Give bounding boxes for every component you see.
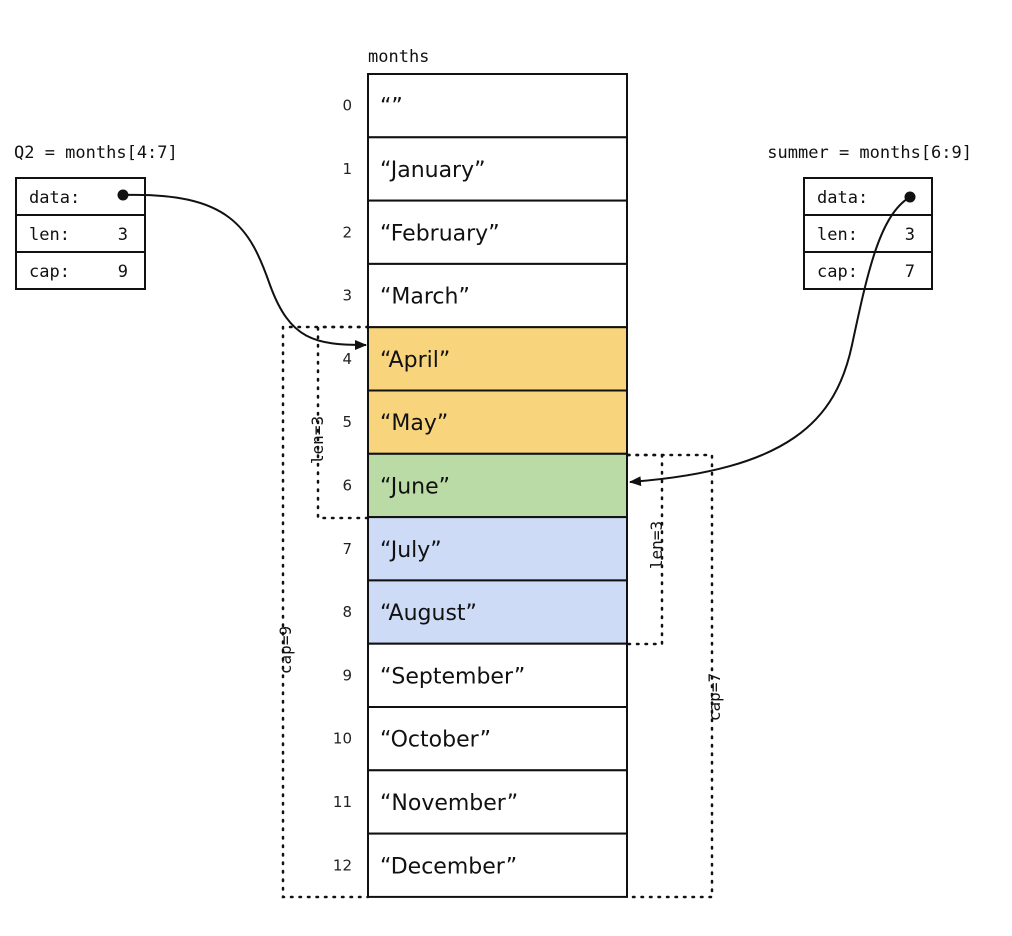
array-cell (367, 136, 628, 202)
summer-pointer-dot (904, 191, 916, 203)
q2-data-label: data: (29, 188, 80, 208)
summer-cap-field-label: cap: (817, 262, 858, 282)
array-cell-value: “March” (380, 285, 470, 310)
array-cell (367, 832, 628, 898)
array-cell (367, 579, 628, 645)
array-index-label: 8 (342, 603, 352, 621)
q2-len-field-label: len: (29, 225, 70, 245)
array-cell (367, 73, 628, 139)
q2-len-bracket: len=3 (308, 325, 370, 520)
array-cell-value: “May” (380, 411, 448, 436)
array-index-label: 3 (342, 287, 352, 305)
array-cell-value: “” (380, 95, 403, 120)
array-index-label: 0 (342, 97, 352, 115)
array-cell-value: “February” (380, 221, 500, 246)
q2-data-pointer (117, 189, 367, 350)
q2-cap-field-label: cap: (29, 262, 70, 282)
array-name-label: months (368, 47, 429, 67)
array-cell-value: “November” (380, 791, 518, 816)
array-index-label: 10 (333, 730, 352, 748)
array-index-label: 12 (333, 856, 352, 874)
q2-cap-value: 9 (118, 262, 128, 282)
q2-cap-label: cap=9 (276, 626, 295, 674)
array-cell (367, 452, 628, 519)
array-index-label: 4 (342, 350, 352, 368)
array-cell-value: “December” (380, 854, 517, 879)
array-cell-value: “July” (380, 538, 442, 563)
summer-cap-label: cap=7 (705, 673, 724, 721)
array-cell-value: “September” (380, 664, 525, 689)
array-index-label: 2 (342, 223, 352, 241)
array-cell-value: “August” (380, 601, 477, 626)
summer-data-label: data: (817, 188, 868, 208)
array-index-label: 9 (342, 666, 352, 684)
array-index-label: 6 (342, 476, 352, 494)
summer-expression: summer = months[6:9] (767, 143, 972, 163)
array-index-label: 7 (342, 540, 352, 558)
summer-len-bracket: len=3 (626, 453, 666, 646)
array-cell (367, 706, 628, 772)
summer-cap-value: 7 (905, 262, 915, 282)
summer-len-field-label: len: (817, 225, 858, 245)
array-cell-value: “April” (380, 348, 450, 373)
months-array: “” 0 “January” 1 “February” 2 “March” 3 “April” 4… (333, 73, 628, 898)
array-cell (367, 326, 628, 392)
array-index-label: 1 (342, 160, 352, 178)
array-cell (367, 199, 628, 265)
summer-len-value: 3 (905, 225, 915, 245)
summer-len-label: len=3 (647, 521, 666, 569)
summer-cap-bracket: cap=7 (626, 453, 724, 899)
q2-pointer-dot (117, 189, 129, 201)
array-cell-value: “October” (380, 728, 491, 753)
q2-cap-bracket: cap=9 (276, 325, 370, 899)
summer-data-pointer (629, 191, 916, 487)
array-index-label: 11 (333, 793, 352, 811)
array-index-label: 5 (342, 413, 352, 431)
q2-len-value: 3 (118, 225, 128, 245)
array-cell-value: “June” (380, 474, 450, 499)
array-cell-value: “January” (380, 158, 486, 183)
q2-len-label: len=3 (308, 416, 327, 464)
array-cell (367, 769, 628, 835)
array-cell (367, 262, 628, 329)
q2-expression: Q2 = months[4:7] (14, 143, 178, 163)
